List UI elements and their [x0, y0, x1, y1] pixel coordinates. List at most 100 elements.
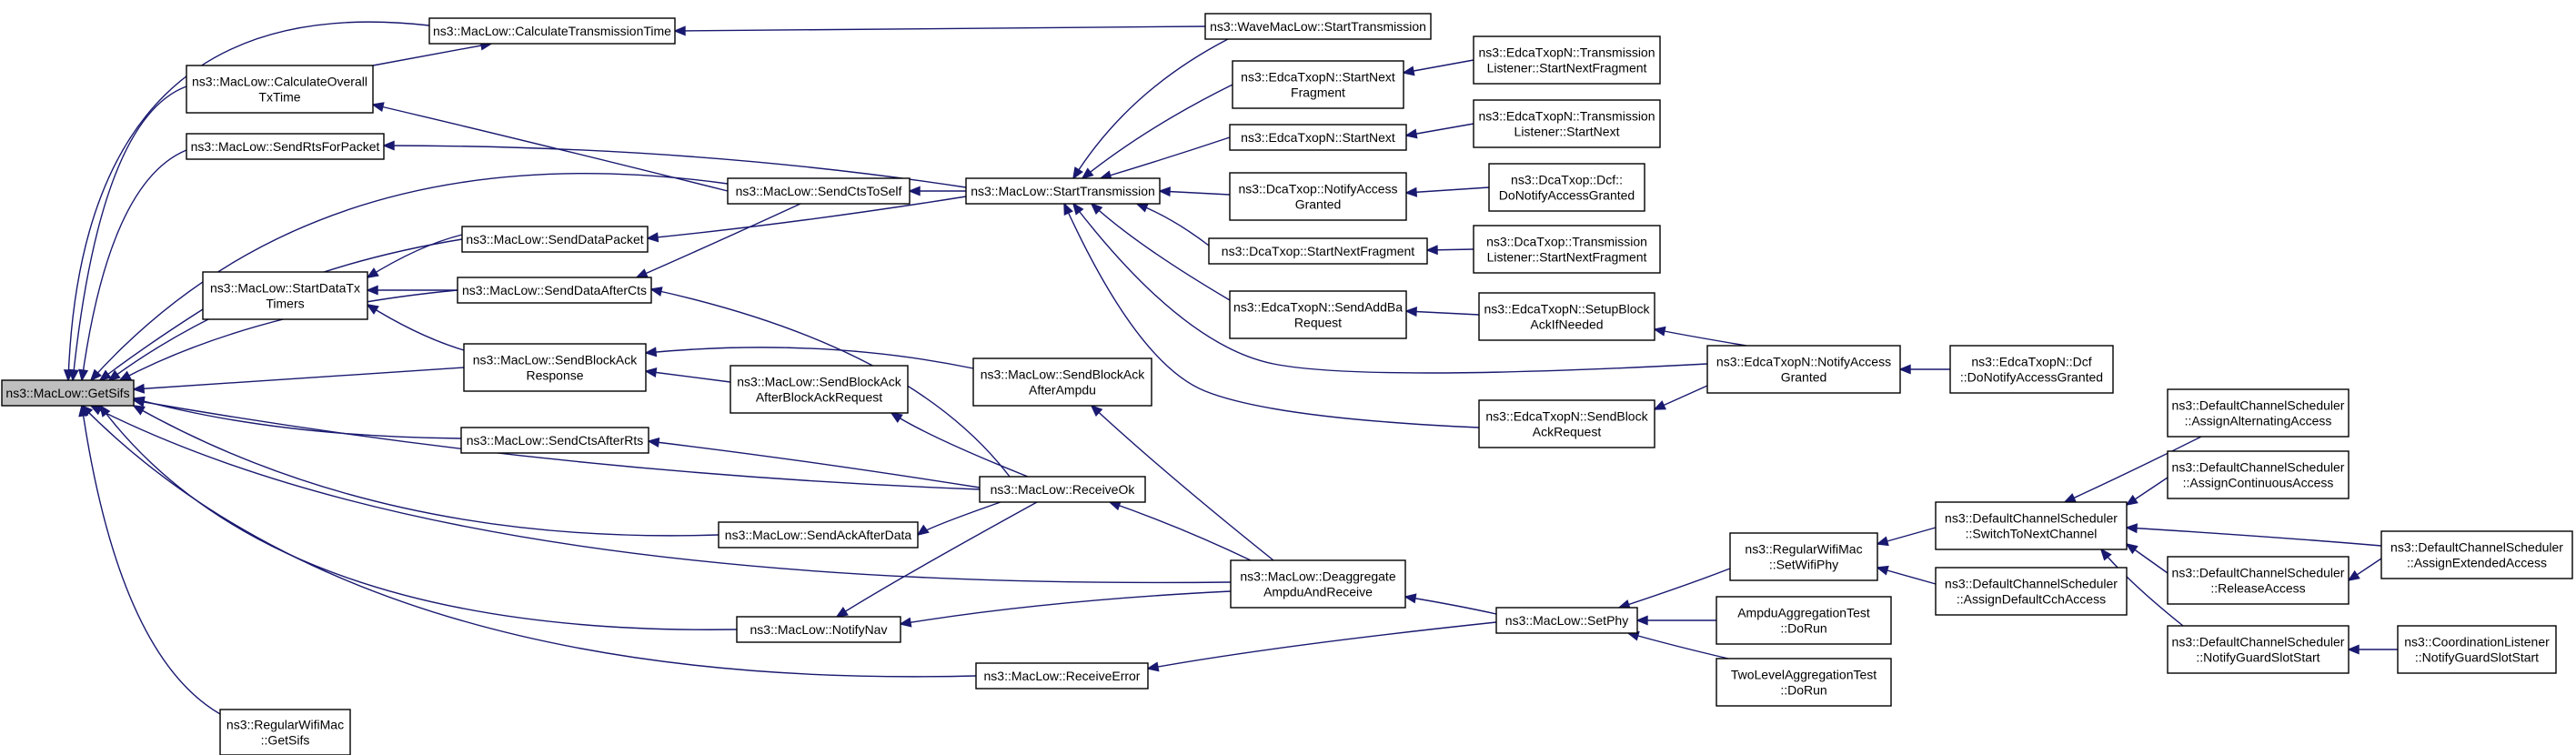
node-DCSAssignExt[interactable]: ns3::DefaultChannelScheduler::AssignExte… — [2380, 530, 2573, 579]
node-EdcaTLStartNext[interactable]: ns3::EdcaTxopN::TransmissionListener::St… — [1473, 99, 1661, 148]
arrow-head — [98, 369, 112, 382]
edge-EdcaNotifyAccess-to-StartTx — [1072, 202, 1708, 374]
node-label: ns3::MacLow::ReceiveError — [984, 669, 1141, 683]
edge-line — [383, 145, 967, 188]
edge-DCSAssignDefault-to-RegSetWifiPhy — [1876, 565, 1937, 585]
node-box — [1935, 567, 2128, 616]
node-DCSAssignDefault[interactable]: ns3::DefaultChannelScheduler::AssignDefa… — [1935, 567, 2128, 616]
node-DCSRelease[interactable]: ns3::DefaultChannelScheduler::ReleaseAcc… — [2167, 556, 2350, 605]
node-label: ns3::MacLow::SetPhy — [1505, 613, 1628, 628]
node-EdcaNotifyAccess[interactable]: ns3::EdcaTxopN::NotifyAccessGranted — [1706, 345, 1901, 394]
node-EdcaStartNextFrag[interactable]: ns3::EdcaTxopN::StartNextFragment — [1232, 60, 1404, 109]
node-DcaTLStartNextFrag[interactable]: ns3::DcaTxop::TransmissionListener::Star… — [1473, 225, 1661, 274]
node-label: TxTime — [258, 90, 300, 105]
node-label: ns3::DcaTxop::StartNextFragment — [1222, 244, 1415, 258]
node-RegSetWifiPhy[interactable]: ns3::RegularWifiMac::SetWifiPhy — [1729, 532, 1878, 581]
node-DCSNotifyGuard[interactable]: ns3::DefaultChannelScheduler::NotifyGuar… — [2167, 625, 2350, 674]
edge-DcaStartNextFrag-to-StartTx — [1135, 203, 1210, 247]
node-AmpduTest[interactable]: AmpduAggregationTest::DoRun — [1716, 596, 1892, 645]
arrow-head — [644, 347, 658, 357]
arrow-head — [2125, 494, 2138, 507]
node-WaveStartTx[interactable]: ns3::WaveMacLow::StartTransmission — [1204, 13, 1432, 40]
node-SendBAAfterBAR[interactable]: ns3::MacLow::SendBlockAckAfterBlockAckRe… — [730, 365, 909, 414]
node-label: ns3::MacLow::NotifyNav — [750, 622, 888, 637]
node-box — [1478, 399, 1655, 448]
arrow-head — [647, 437, 660, 448]
node-label: ns3::DcaTxop::NotifyAccess — [1238, 182, 1397, 196]
node-EdcaDcfDoNotify[interactable]: ns3::EdcaTxopN::Dcf::DoNotifyAccessGrant… — [1949, 345, 2114, 394]
edge-Deaggregate-to-ReceiveOk — [1108, 500, 1252, 561]
node-EdcaTLStartNextFrag[interactable]: ns3::EdcaTxopN::TransmissionListener::St… — [1473, 35, 1661, 85]
node-SendRts[interactable]: ns3::MacLow::SendRtsForPacket — [186, 133, 385, 160]
node-box — [1488, 163, 1645, 212]
arrow-head — [673, 25, 686, 36]
edge-line — [1091, 203, 1231, 301]
node-box — [1478, 292, 1655, 341]
node-SetPhy[interactable]: ns3::MacLow::SetPhy — [1495, 607, 1638, 634]
node-TwoLevelTest[interactable]: TwoLevelAggregationTest::DoRun — [1716, 658, 1892, 707]
edge-ReceiveOk-to-SendBAAfterBAR — [890, 411, 1029, 478]
node-DCSSwitch[interactable]: ns3::DefaultChannelScheduler::SwitchToNe… — [1935, 501, 2128, 550]
arrow-head — [118, 370, 132, 381]
node-CalcTxTime[interactable]: ns3::MacLow::CalculateTransmissionTime — [428, 17, 676, 45]
edge-line — [917, 501, 1001, 536]
node-CoordNotifyGuard[interactable]: ns3::CoordinationListener::NotifyGuardSl… — [2397, 625, 2557, 674]
arrow-head — [908, 186, 921, 196]
edge-Deaggregate-to-SendBAAfterAmpdu — [1090, 404, 1274, 561]
node-box — [1229, 124, 1407, 151]
node-label: ::DoRun — [1780, 621, 1826, 636]
edge-line — [1147, 621, 1497, 669]
node-RegGetSifs[interactable]: ns3::RegularWifiMac::GetSifs — [219, 709, 351, 755]
edge-Deaggregate-to-GetSifs — [89, 405, 1232, 584]
node-DcaNotifyAccess[interactable]: ns3::DcaTxop::NotifyAccessGranted — [1229, 172, 1407, 221]
node-label: ns3::MacLow::SendDataAfterCts — [462, 283, 647, 297]
node-box — [1, 379, 135, 407]
arrow-head — [835, 607, 849, 618]
edge-line — [1063, 203, 1480, 428]
node-DCSAssignCont[interactable]: ns3::DefaultChannelScheduler::AssignCont… — [2167, 450, 2350, 499]
node-label: ::NotifyGuardSlotStart — [2415, 650, 2539, 665]
node-DCSAssignAlt[interactable]: ns3::DefaultChannelScheduler::AssignAlte… — [2167, 388, 2350, 438]
edge-line — [674, 25, 1206, 32]
edge-EdcaSendBlockAckReq-to-StartTx — [1063, 202, 1480, 428]
node-ReceiveError[interactable]: ns3::MacLow::ReceiveError — [975, 662, 1149, 690]
node-DcaDoNotify[interactable]: ns3::DcaTxop::Dcf::DoNotifyAccessGranted — [1488, 163, 1645, 212]
node-NotifyNav[interactable]: ns3::MacLow::NotifyNav — [736, 616, 901, 643]
root-node-GetSifs[interactable]: ns3::MacLow::GetSifs — [1, 379, 135, 407]
node-box — [463, 343, 647, 392]
node-SendAckAfterData[interactable]: ns3::MacLow::SendAckAfterData — [718, 521, 919, 549]
node-label: ns3::EdcaTxopN::StartNext — [1241, 70, 1395, 85]
edge-SendBAAfterAmpdu-to-SendBAResp — [644, 347, 974, 369]
node-SendCtsAfterRts[interactable]: ns3::MacLow::SendCtsAfterRts — [460, 427, 649, 454]
arrow-head — [68, 368, 79, 382]
edge-SendCtsToSelf-to-SendDataAfterCts — [635, 203, 801, 278]
arrow-head — [646, 232, 659, 243]
node-ReceiveOk[interactable]: ns3::MacLow::ReceiveOk — [979, 476, 1146, 503]
arrow-head — [2347, 644, 2360, 655]
arrow-head — [366, 285, 378, 296]
arrow-head — [2347, 569, 2360, 582]
edge-StartTx-to-SendDataPacket — [646, 196, 967, 243]
node-label: ns3::DcaTxop::Dcf:: — [1511, 173, 1623, 187]
node-EdcaStartNext[interactable]: ns3::EdcaTxopN::StartNext — [1229, 124, 1407, 151]
node-label: Listener::StartNextFragment — [1487, 61, 1647, 76]
node-StartTx[interactable]: ns3::MacLow::StartTransmission — [965, 177, 1161, 205]
edge-line — [1109, 501, 1252, 561]
arrow-head — [1072, 166, 1083, 180]
node-label: ns3::DefaultChannelScheduler — [2172, 566, 2345, 580]
node-SendDataPacket[interactable]: ns3::MacLow::SendDataPacket — [461, 226, 649, 253]
node-SendDataAfterCts[interactable]: ns3::MacLow::SendDataAfterCts — [457, 277, 652, 304]
node-label: ::NotifyGuardSlotStart — [2196, 650, 2319, 665]
arrow-head — [649, 287, 663, 297]
node-SendCtsToSelf[interactable]: ns3::MacLow::SendCtsToSelf — [727, 177, 911, 205]
node-DcaStartNextFrag[interactable]: ns3::DcaTxop::StartNextFragment — [1208, 237, 1428, 265]
